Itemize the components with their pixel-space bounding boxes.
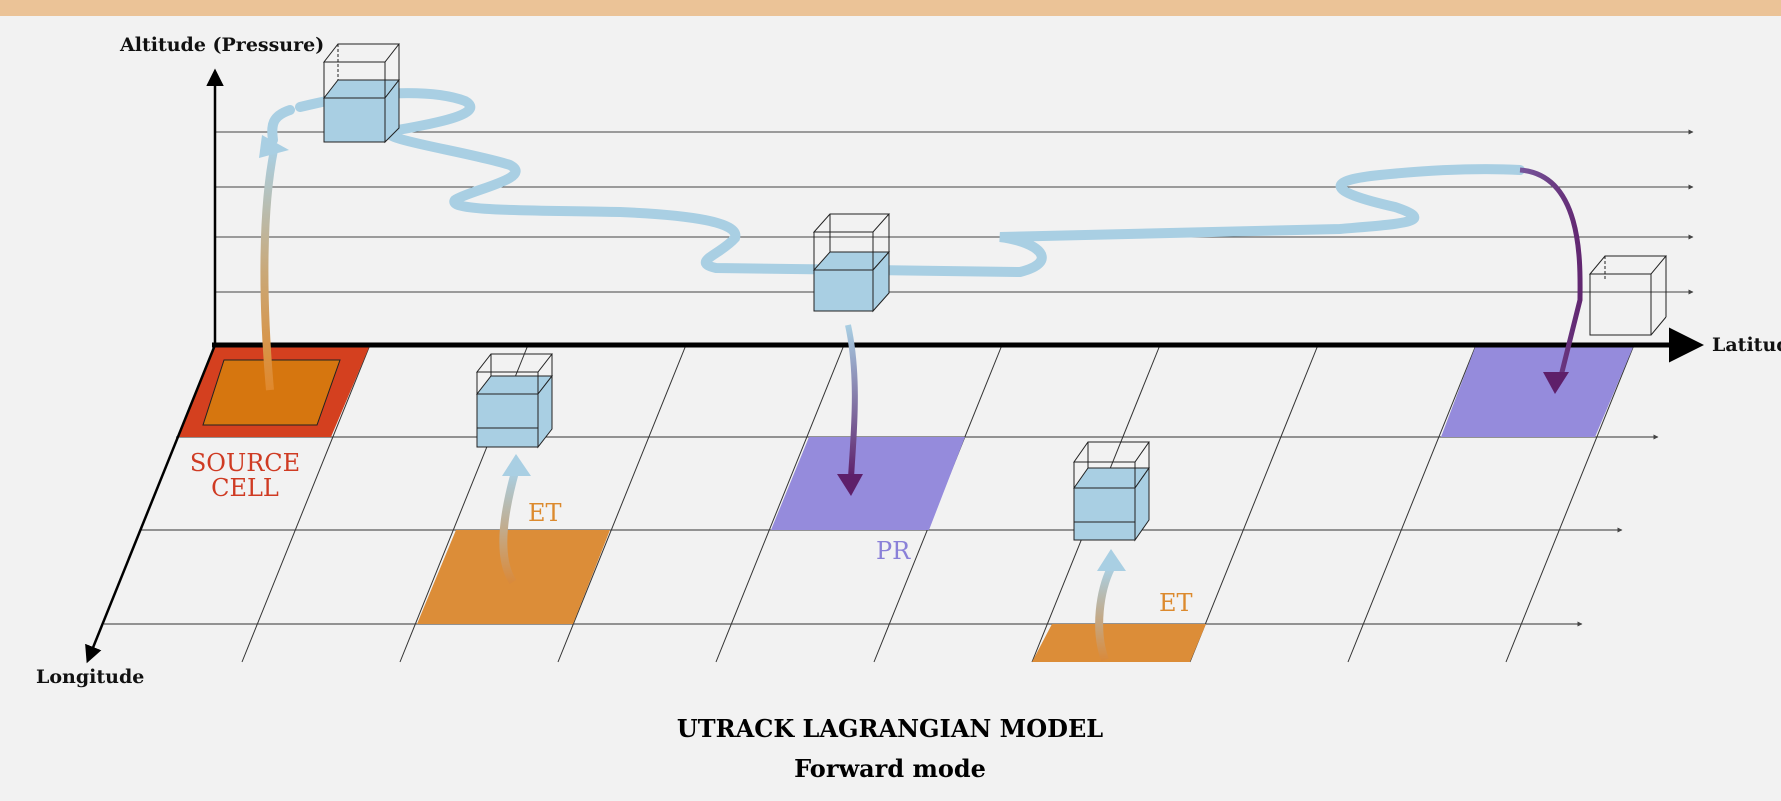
et-arrow-2 [1095,566,1115,662]
et-label-1: ET [528,499,562,527]
moisture-trajectory [295,88,1525,278]
et-arrowhead-2 [1097,549,1126,571]
source-uplift-arrowhead [259,135,289,158]
precipitation-cell-2 [1441,345,1634,437]
trajectory-descent [1519,167,1583,381]
precipitation-cell-1 [771,437,965,530]
caption-title: UTRACK LAGRANGIAN MODEL [677,714,1103,743]
precip-arrow-center [845,324,858,479]
uplift-curl [267,105,295,145]
longitude-axis-label: Longitude [36,666,144,688]
source-cell-inner [202,359,341,426]
parcel-box-4 [1073,441,1150,542]
et-label-2: ET [1159,589,1193,617]
parcel-box-1 [322,43,401,144]
et-arrowhead-1 [502,454,531,476]
parcel-box-empty [1588,255,1668,336]
source-cell-label-line2: CELL [211,474,279,502]
altitude-gridlines [215,129,1694,295]
main-axes [85,68,1704,664]
parcel-box-3 [475,353,554,449]
caption-subtitle: Forward mode [794,754,986,783]
precip-arrowhead-right [1543,372,1569,394]
et-arrow-1 [499,470,519,585]
evaporation-cell-2 [1032,624,1206,662]
altitude-axis-label: Altitude (Pressure) [119,34,324,56]
cells [178,345,1634,662]
latitude-axis-label: Latitud [1712,334,1781,356]
parcel-box-2 [812,213,891,313]
pr-label: PR [876,537,911,565]
precip-arrowhead-center [837,474,863,496]
source-cell-label-line1: SOURCE [190,449,300,477]
top-bar [0,0,1781,16]
source-uplift-arrow [260,149,278,391]
